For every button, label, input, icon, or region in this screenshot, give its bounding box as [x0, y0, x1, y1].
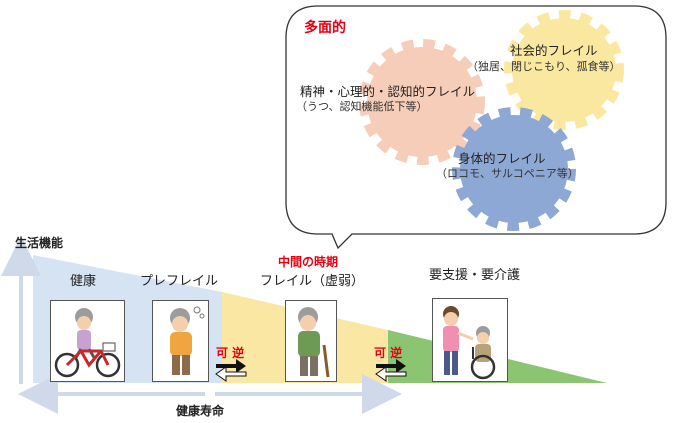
gear-mental [359, 39, 485, 165]
elderly-on-bicycle-icon [54, 308, 121, 378]
social-frailty-sub: （独居、閉じこもり、孤食等） [467, 60, 621, 73]
pre-frail-photo [152, 300, 209, 382]
stage-care: 要支援・要介護 [429, 268, 521, 283]
stage-pre-frail: プレフレイル [140, 274, 219, 289]
stage-healthy: 健康 [70, 274, 97, 289]
physical-frailty-label: 身体的フレイル [458, 151, 546, 166]
stage-middle-period: 中間の時期 [278, 255, 339, 269]
healthy-photo [50, 300, 125, 382]
x-axis-label: 健康寿命 [176, 404, 225, 418]
mental-frailty-label: 精神・心理的・認知的フレイル [300, 84, 476, 99]
mental-frailty-sub: （うつ、認知機能低下等） [296, 100, 428, 113]
reversible-arrow-2 [375, 359, 407, 382]
elderly-tired-icon [170, 306, 205, 375]
stage-frail: フレイル（虚弱） [260, 274, 365, 289]
caregiver-with-wheelchair-icon [443, 306, 496, 380]
gear-physical [452, 107, 576, 231]
bubble-title: 多面的 [304, 20, 346, 36]
reversible-label-1: 可 逆 [216, 346, 245, 360]
y-axis-label: 生活機能 [15, 236, 64, 250]
reversible-label-2: 可 逆 [374, 346, 403, 360]
gear-social [504, 10, 624, 130]
care-photo [432, 298, 508, 382]
physical-frailty-sub: （ロコモ、サルコペニア等） [436, 167, 579, 180]
elderly-with-cane-icon [298, 307, 330, 378]
reversible-arrow-1 [215, 359, 247, 382]
social-frailty-label: 社会的フレイル [510, 43, 598, 58]
frail-photo [285, 300, 337, 382]
